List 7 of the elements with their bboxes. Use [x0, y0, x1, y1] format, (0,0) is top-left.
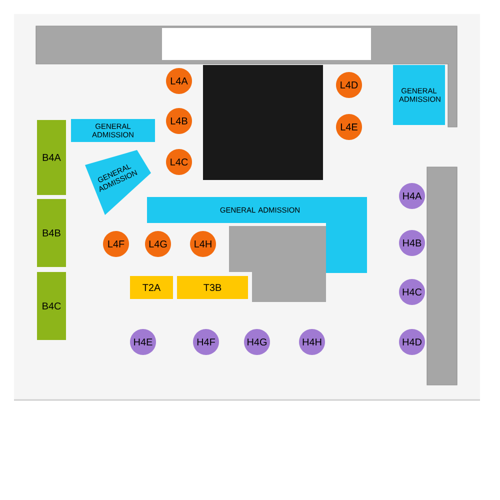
table-block: T3B	[177, 276, 248, 299]
seating-block: B4C	[37, 272, 66, 340]
stage-block	[203, 65, 323, 180]
seating-block: B4B	[37, 199, 66, 267]
seating-block: B4A	[37, 120, 66, 195]
table-block: T2A	[130, 276, 173, 299]
wall-block	[426, 166, 458, 386]
